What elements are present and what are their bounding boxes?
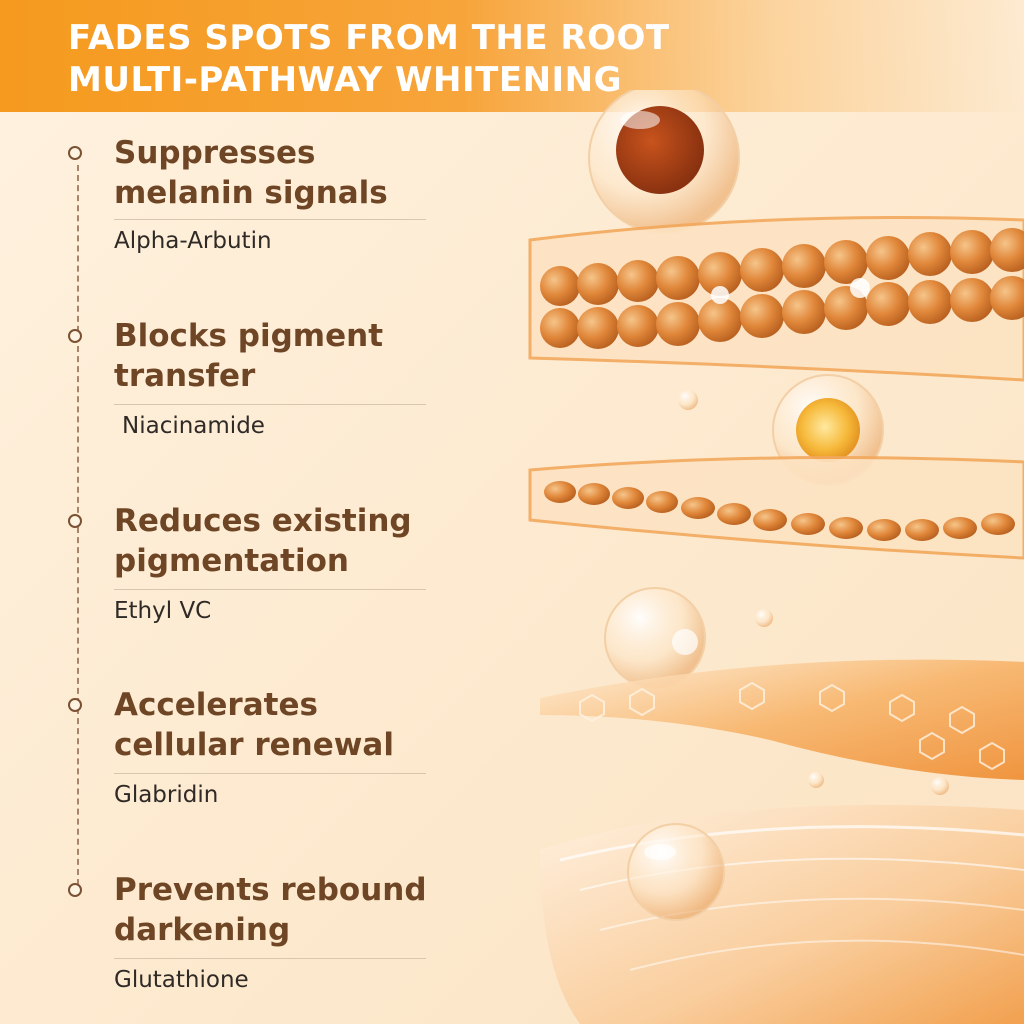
benefit-title-line: melanin signals bbox=[114, 175, 388, 211]
timeline-dot-icon bbox=[68, 514, 82, 528]
divider bbox=[114, 958, 426, 959]
ingredient-name: Glutathione bbox=[114, 967, 249, 993]
droplet-icon bbox=[678, 390, 698, 410]
divider bbox=[114, 773, 426, 774]
benefit-title-line: Suppresses bbox=[114, 135, 316, 171]
benefit-title-line: darkening bbox=[114, 912, 291, 948]
droplet-icon bbox=[755, 609, 773, 627]
ingredient-name: Alpha-Arbutin bbox=[114, 228, 272, 254]
header-title-line-1: FADES SPOTS FROM THE ROOT bbox=[68, 18, 670, 58]
ingredient-name: Glabridin bbox=[114, 782, 219, 808]
droplet-icon bbox=[931, 777, 949, 795]
ingredient-name: Niacinamide bbox=[122, 413, 265, 439]
ingredient-name: Ethyl VC bbox=[114, 598, 212, 624]
wave-layer-icon bbox=[540, 805, 1024, 1024]
divider bbox=[114, 219, 426, 220]
glutathione-bubble-icon bbox=[627, 823, 725, 921]
cell-layer-2-icon bbox=[528, 456, 1024, 560]
header-title-line-2: MULTI-PATHWAY WHITENING bbox=[68, 60, 623, 100]
benefit-title-line: pigmentation bbox=[114, 543, 349, 579]
benefit-title: Suppresses melanin signals bbox=[114, 133, 444, 213]
benefit-title: Prevents rebound darkening bbox=[114, 870, 444, 950]
benefit-title: Reduces existing pigmentation bbox=[114, 501, 444, 581]
benefit-title-line: Reduces existing bbox=[114, 503, 412, 539]
benefit-title-line: Accelerates bbox=[114, 687, 318, 723]
cell-layer-1-icon bbox=[528, 216, 1024, 382]
skin-layers-illustration bbox=[528, 90, 1024, 1024]
honeycomb-bubble-icon bbox=[604, 587, 706, 689]
timeline-dot-icon bbox=[68, 698, 82, 712]
benefit-title-line: cellular renewal bbox=[114, 727, 394, 763]
melanin-bubble-icon bbox=[588, 90, 740, 234]
timeline-dot-icon bbox=[68, 146, 82, 160]
divider bbox=[114, 589, 426, 590]
timeline-dot-icon bbox=[68, 883, 82, 897]
benefit-title: Accelerates cellular renewal bbox=[114, 685, 444, 765]
benefit-title-line: Prevents rebound bbox=[114, 872, 427, 908]
droplet-icon bbox=[808, 772, 824, 788]
timeline-dot-icon bbox=[68, 329, 82, 343]
benefit-title-line: transfer bbox=[114, 358, 256, 394]
divider bbox=[114, 404, 426, 405]
header-banner: FADES SPOTS FROM THE ROOT MULTI-PATHWAY … bbox=[0, 0, 1024, 112]
honeycomb-layer-icon bbox=[540, 659, 1024, 780]
benefit-title: Blocks pigment transfer bbox=[114, 316, 444, 396]
benefit-title-line: Blocks pigment bbox=[114, 318, 384, 354]
